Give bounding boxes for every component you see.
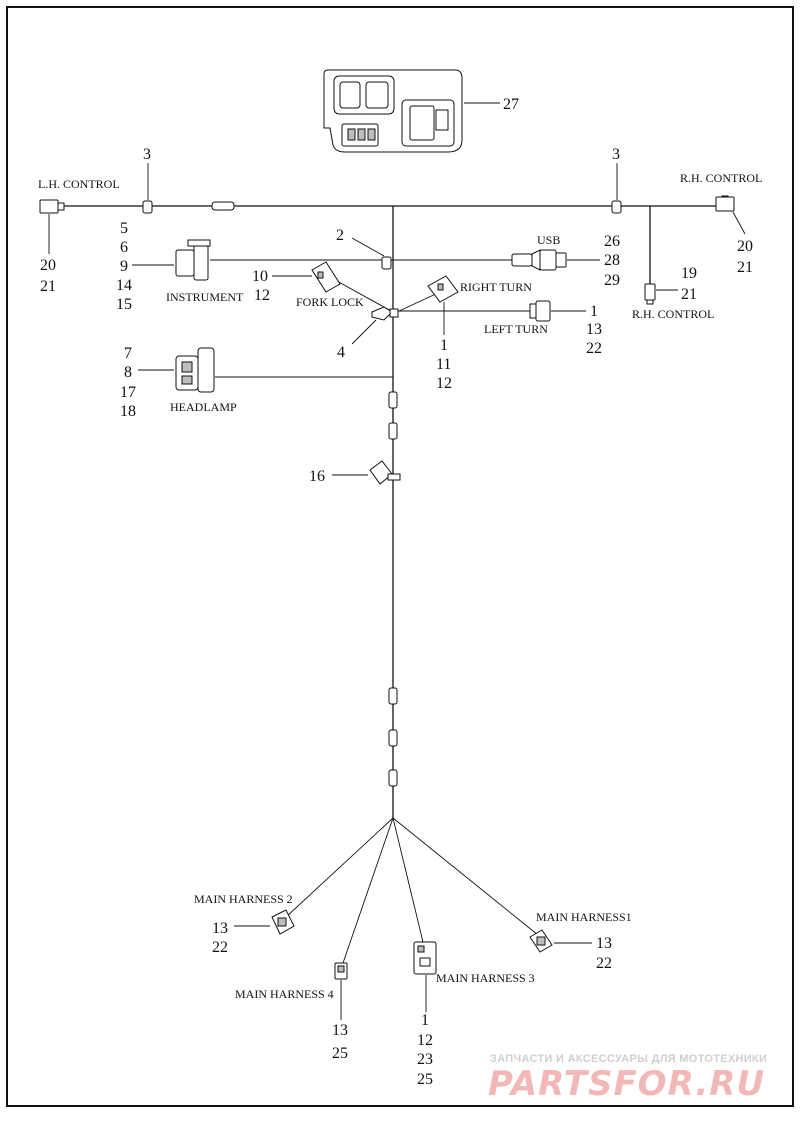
- right-turn-connector: [427, 275, 459, 303]
- watermark-tagline: ЗАПЧАСТИ И АКСЕССУАРЫ ДЛЯ МОТОТЕХНИКИ: [490, 1053, 767, 1065]
- rh-top-ref-21: 21: [737, 259, 753, 276]
- right-turn-label: RIGHT TURN: [460, 280, 532, 294]
- mh3-ref-25: 25: [417, 1071, 433, 1088]
- instrument-ref-5: 5: [120, 220, 128, 237]
- instrument-label: INSTRUMENT: [166, 290, 244, 304]
- rh-control-top-connector: [715, 195, 735, 212]
- rh-control-bottom-label: R.H. CONTROL: [632, 307, 714, 321]
- callout-27: 27: [503, 96, 519, 113]
- lh-ref-21: 21: [40, 278, 56, 295]
- instrument-ref-14: 14: [116, 277, 132, 294]
- right-turn-ref-1: 1: [440, 337, 448, 354]
- main-harness-3-connector: [413, 941, 437, 975]
- headlamp-ref-7: 7: [124, 345, 132, 362]
- mh3-ref-12: 12: [417, 1032, 433, 1049]
- headlamp-connector: [175, 347, 215, 393]
- lh-control-label: L.H. CONTROL: [38, 177, 120, 191]
- right-turn-ref-12: 12: [436, 375, 452, 392]
- fork-lock-label: FORK LOCK: [296, 295, 364, 309]
- instrument-ref-9: 9: [120, 258, 128, 275]
- watermark-brand: PARTSFOR.RU: [488, 1064, 765, 1104]
- main-harness-4-label: MAIN HARNESS 4: [235, 987, 334, 1001]
- main-harness-1-connector: [529, 929, 553, 953]
- fork-lock-switch-4: [371, 306, 399, 321]
- callout-3-left: 3: [143, 146, 151, 163]
- mh1-ref-22: 22: [596, 955, 612, 972]
- left-turn-connector: [529, 300, 551, 322]
- rh-control-bottom-connector: [644, 283, 656, 305]
- usb-ref-29: 29: [604, 272, 620, 289]
- mh4-ref-13: 13: [332, 1022, 348, 1039]
- mh4-ref-25: 25: [332, 1045, 348, 1062]
- headlamp-label: HEADLAMP: [170, 400, 237, 414]
- rh-control-top-label: R.H. CONTROL: [680, 171, 762, 185]
- fork-lock-ref-10: 10: [252, 268, 268, 285]
- clip-2: [381, 256, 392, 270]
- lh-control-connector: [39, 199, 65, 214]
- main-harness-1-label: MAIN HARNESS1: [536, 910, 632, 924]
- headlamp-ref-17: 17: [120, 384, 136, 401]
- diagram-border: [6, 6, 794, 1107]
- callout-4: 4: [337, 344, 345, 361]
- lh-ref-20: 20: [40, 257, 56, 274]
- callout-3-right: 3: [612, 146, 620, 163]
- main-harness-3-label: MAIN HARNESS 3: [436, 971, 535, 985]
- clip-3-right: [611, 200, 622, 214]
- main-harness-2-label: MAIN HARNESS 2: [194, 892, 293, 906]
- callout-2: 2: [336, 227, 344, 244]
- fork-lock-connector: [311, 261, 341, 293]
- clip-3-left: [142, 200, 153, 214]
- leader-rh-control-top: [732, 211, 746, 235]
- usb-connector: [511, 249, 567, 271]
- headlamp-ref-18: 18: [120, 403, 136, 420]
- usb-ref-26: 26: [604, 233, 620, 250]
- wire-sleeves: [211, 201, 398, 787]
- rh-bottom-ref-21: 21: [681, 286, 697, 303]
- usb-label: USB: [537, 233, 560, 247]
- instrument-ref-6: 6: [120, 239, 128, 256]
- mh2-ref-13: 13: [212, 920, 228, 937]
- right-turn-ref-11: 11: [436, 356, 451, 373]
- main-harness-2-connector: [271, 909, 295, 935]
- control-module-27: [323, 69, 463, 153]
- mh3-ref-1: 1: [421, 1012, 429, 1029]
- mh2-ref-22: 22: [212, 939, 228, 956]
- headlamp-ref-8: 8: [124, 364, 132, 381]
- instrument-connector: [175, 239, 211, 281]
- leader-2: [351, 237, 385, 257]
- rh-top-ref-20: 20: [737, 238, 753, 255]
- mh3-ref-23: 23: [417, 1051, 433, 1068]
- left-turn-ref-22: 22: [586, 340, 602, 357]
- left-turn-ref-1: 1: [590, 303, 598, 320]
- usb-ref-28: 28: [604, 252, 620, 269]
- mh1-ref-13: 13: [596, 935, 612, 952]
- instrument-ref-15: 15: [116, 296, 132, 313]
- rh-bottom-ref-19: 19: [681, 265, 697, 282]
- fork-lock-ref-12: 12: [254, 287, 270, 304]
- main-harness-wires: [62, 205, 722, 964]
- leader-4: [351, 319, 377, 345]
- left-turn-label: LEFT TURN: [484, 322, 548, 336]
- main-harness-4-connector: [334, 962, 348, 980]
- callout-16: 16: [309, 468, 325, 485]
- connector-16: [369, 460, 401, 485]
- left-turn-ref-13: 13: [586, 321, 602, 338]
